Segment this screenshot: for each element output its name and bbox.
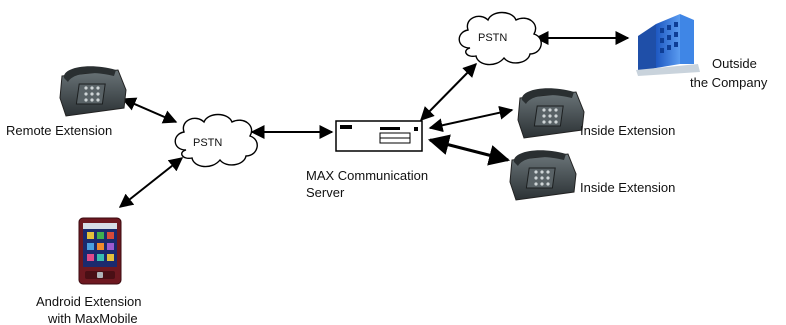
link-remote-pstn [121, 97, 178, 124]
inside-extension-1-label: Inside Extension [580, 123, 675, 138]
server-icon [335, 120, 423, 152]
android-label-line1: Android Extension [36, 294, 142, 309]
smartphone-icon [78, 217, 122, 285]
server-label-line1: MAX Communication [306, 168, 428, 183]
outside-label-line1: Outside [712, 56, 757, 71]
server-label-line2: Server [306, 185, 345, 200]
desk-phone-icon [59, 66, 127, 117]
link-server-inside-2 [427, 134, 511, 166]
cloud-icon [174, 113, 258, 168]
desk-phone-icon [517, 88, 585, 139]
remote-extension-label: Remote Extension [6, 123, 112, 138]
desk-phone-icon [509, 150, 577, 201]
link-server-inside-1 [428, 105, 514, 133]
cloud-icon [458, 11, 542, 66]
outside-label-line2: the Company [690, 75, 768, 90]
inside-extension-2-label: Inside Extension [580, 180, 675, 195]
pstn-top-label: PSTN [478, 32, 507, 44]
office-building-icon [636, 14, 700, 76]
link-mobile-pstn [118, 157, 184, 208]
link-server-pstn-top [420, 63, 477, 121]
android-label-line2: with MaxMobile [47, 311, 138, 325]
pstn-left-label: PSTN [193, 137, 222, 149]
